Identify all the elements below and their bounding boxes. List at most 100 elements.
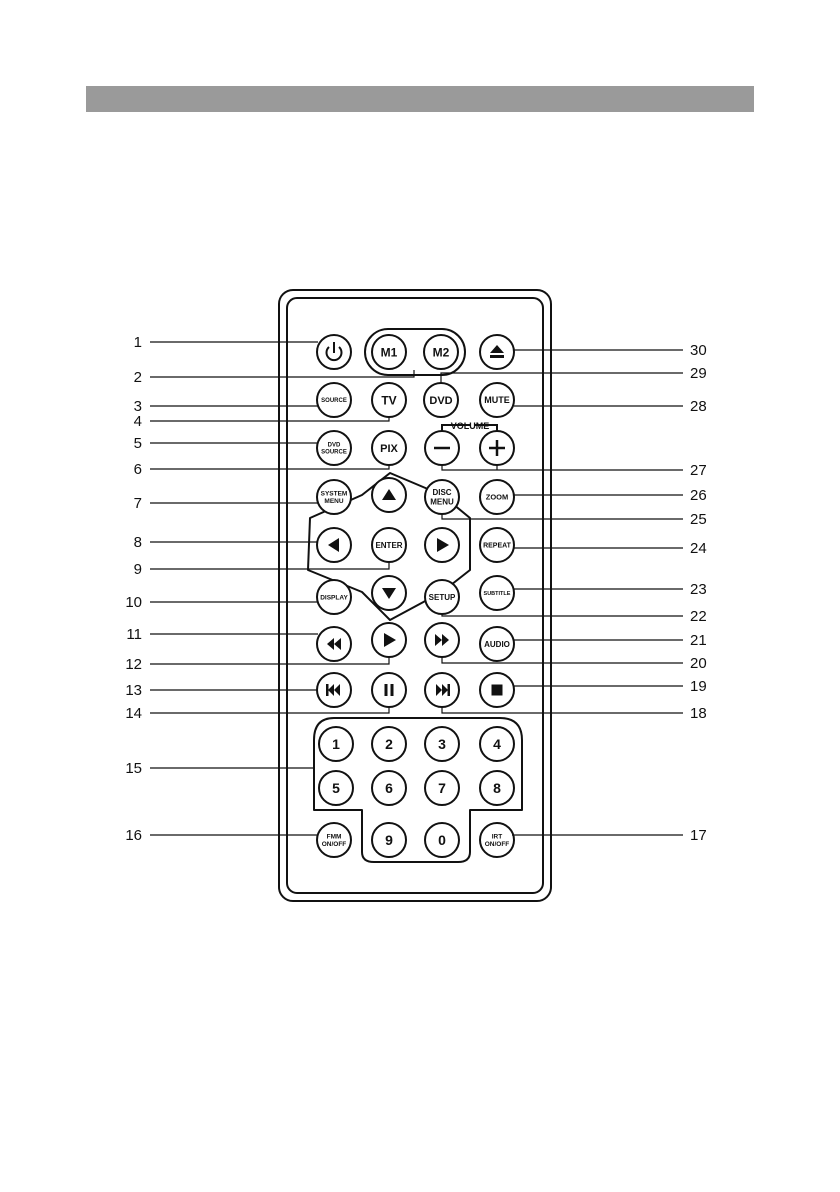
power-button[interactable] xyxy=(317,335,351,369)
setup-button[interactable]: SETUP xyxy=(425,580,459,614)
num-6-button[interactable]: 6 xyxy=(372,771,406,805)
callout-line xyxy=(442,657,683,663)
m1-label: M1 xyxy=(381,345,398,359)
enter-button[interactable]: ENTER xyxy=(372,528,406,562)
num-2-button[interactable]: 2 xyxy=(372,727,406,761)
pix-label: PIX xyxy=(380,443,398,455)
callout-number: 20 xyxy=(690,655,707,672)
callout-22: 22 xyxy=(442,608,707,625)
num-7-label: 7 xyxy=(438,780,446,796)
pix-button[interactable]: PIX xyxy=(372,431,406,465)
zoom-button[interactable]: ZOOM xyxy=(480,480,514,514)
subtitle-button[interactable]: SUBTITLE xyxy=(480,576,514,610)
source-label: SOURCE xyxy=(321,398,347,404)
callout-number: 22 xyxy=(690,608,707,625)
num-0-button[interactable]: 0 xyxy=(425,823,459,857)
stop-icon xyxy=(492,685,503,696)
fmm-label: ON/OFF xyxy=(322,841,347,848)
callout-number: 29 xyxy=(690,365,707,382)
callout-number: 16 xyxy=(125,827,142,844)
callout-12: 12 xyxy=(125,656,389,673)
callout-10: 10 xyxy=(125,594,318,611)
callout-number: 8 xyxy=(134,534,142,551)
play-button[interactable] xyxy=(372,623,406,657)
audio-button[interactable]: AUDIO xyxy=(480,627,514,661)
callout-7: 7 xyxy=(134,495,318,512)
callout-line xyxy=(150,657,389,664)
mute-button[interactable]: MUTE xyxy=(480,383,514,417)
num-5-button[interactable]: 5 xyxy=(319,771,353,805)
callout-number: 2 xyxy=(134,369,142,386)
callout-line xyxy=(150,465,389,469)
irt-label: IRT xyxy=(492,833,503,840)
callout-number: 4 xyxy=(134,413,142,430)
prev-button[interactable] xyxy=(317,673,351,707)
eject-button[interactable] xyxy=(480,335,514,369)
repeat-button[interactable]: REPEAT xyxy=(480,528,514,562)
callout-number: 15 xyxy=(125,760,142,777)
callout-9: 9 xyxy=(134,561,389,578)
callout-number: 12 xyxy=(125,656,142,673)
rewind-button[interactable] xyxy=(317,627,351,661)
num-7-button[interactable]: 7 xyxy=(425,771,459,805)
num-4-button[interactable]: 4 xyxy=(480,727,514,761)
mute-label: MUTE xyxy=(484,395,510,405)
callout-20: 20 xyxy=(442,655,707,672)
callout-number: 25 xyxy=(690,511,707,528)
callout-2: 2 xyxy=(134,369,414,386)
next-button[interactable] xyxy=(425,673,459,707)
callout-number: 6 xyxy=(134,461,142,478)
callout-number: 11 xyxy=(126,626,142,643)
callout-15: 15 xyxy=(125,760,314,777)
display-button[interactable]: DISPLAY xyxy=(317,580,351,614)
m1-button[interactable]: M1 xyxy=(372,335,406,369)
system-menu-label: SYSTEM xyxy=(321,490,348,497)
right-button[interactable] xyxy=(425,528,459,562)
tv-button[interactable]: TV xyxy=(372,383,406,417)
callout-number: 23 xyxy=(690,581,707,598)
callout-line xyxy=(150,707,389,713)
up-button[interactable] xyxy=(372,478,406,512)
down-button[interactable] xyxy=(372,576,406,610)
vol-minus-button[interactable] xyxy=(425,431,459,465)
enter-label: ENTER xyxy=(375,541,402,550)
callout-3: 3 xyxy=(134,398,318,415)
callout-17: 17 xyxy=(512,827,707,844)
callout-line xyxy=(150,562,389,569)
callout-number: 10 xyxy=(125,594,142,611)
dvd-source-label: SOURCE xyxy=(321,450,347,456)
left-button[interactable] xyxy=(317,528,351,562)
num-9-button[interactable]: 9 xyxy=(372,823,406,857)
audio-label: AUDIO xyxy=(484,640,510,649)
tv-label: TV xyxy=(381,393,396,407)
callout-number: 7 xyxy=(134,495,142,512)
callout-number: 14 xyxy=(125,705,142,722)
num-6-label: 6 xyxy=(385,780,393,796)
num-3-button[interactable]: 3 xyxy=(425,727,459,761)
source-button[interactable]: SOURCE xyxy=(317,383,351,417)
fast-forward-button[interactable] xyxy=(425,623,459,657)
m2-button[interactable]: M2 xyxy=(424,335,458,369)
dvd-source-label: DVD xyxy=(328,443,341,449)
callout-number: 27 xyxy=(690,462,707,479)
num-1-button[interactable]: 1 xyxy=(319,727,353,761)
callout-8: 8 xyxy=(134,534,318,551)
callout-29: 29 xyxy=(441,365,707,383)
irt-label: ON/OFF xyxy=(485,841,510,848)
m2-label: M2 xyxy=(433,345,450,359)
callout-line xyxy=(442,514,683,519)
callout-number: 30 xyxy=(690,342,707,359)
num-8-label: 8 xyxy=(493,780,501,796)
vol-plus-button[interactable] xyxy=(480,431,514,465)
callout-number: 21 xyxy=(690,632,707,649)
pause-button[interactable] xyxy=(372,673,406,707)
stop-button[interactable] xyxy=(480,673,514,707)
dvd-button[interactable]: DVD xyxy=(424,383,458,417)
num-8-button[interactable]: 8 xyxy=(480,771,514,805)
